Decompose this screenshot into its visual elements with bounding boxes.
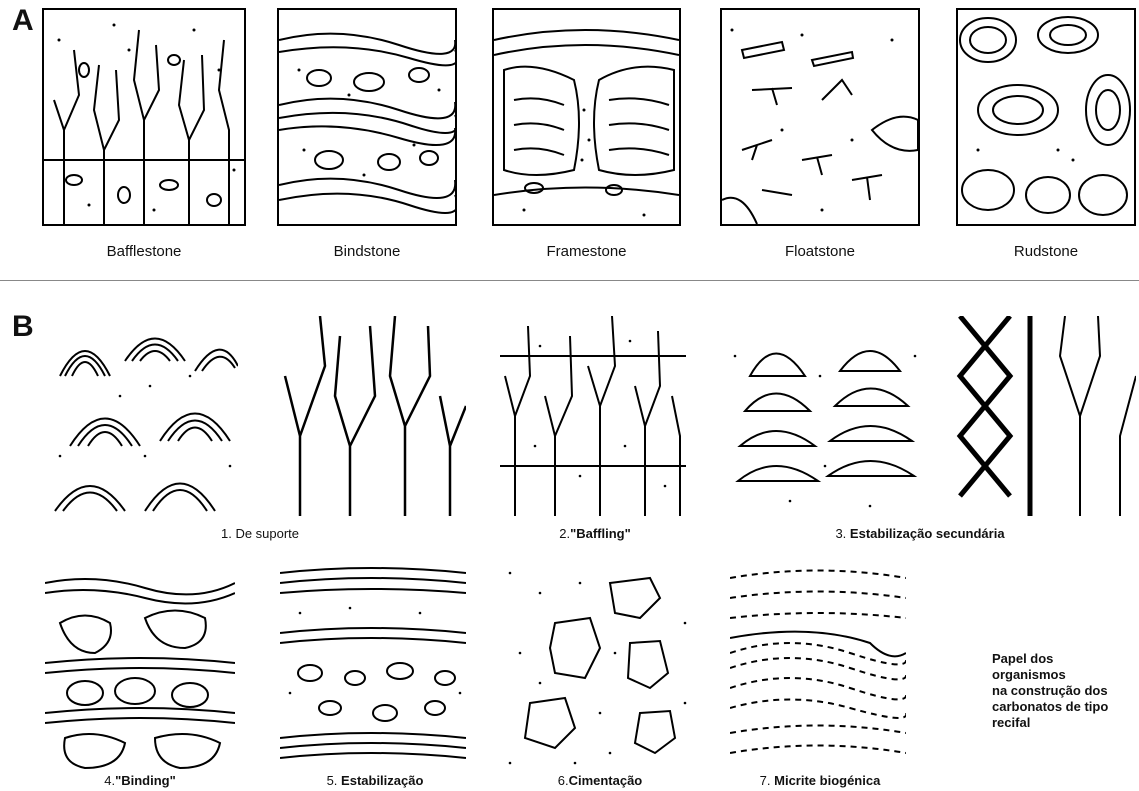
label-micrite-biogenica-text: Micrite biogénica <box>774 773 880 788</box>
bindstone-label: Bindstone <box>277 243 457 260</box>
label-baffling-number: 2. <box>559 526 570 541</box>
label-cimentacao-text: Cimentação <box>569 773 643 788</box>
label-cimentacao-number: 6. <box>558 773 569 788</box>
binding-illustration <box>45 563 235 771</box>
note-line-5: recifal <box>992 715 1137 731</box>
rudstone-label: Rudstone <box>956 243 1136 260</box>
bafflestone-drawing <box>44 10 244 224</box>
label-estabilizacao-secundaria-text: Estabilização secundária <box>850 526 1005 541</box>
label-baffling-text: "Baffling" <box>570 526 631 541</box>
bafflestone-illustration <box>42 8 246 226</box>
section-b-letter: B <box>12 312 34 342</box>
note-line-3: na construção dos <box>992 683 1137 699</box>
estabilizacao-secundaria-drawing-2 <box>950 316 1136 516</box>
baffling-illustration <box>500 316 686 516</box>
label-de-suporte-number: 1. <box>221 526 232 541</box>
estabilizacao-secundaria-illustration-2 <box>950 316 1136 516</box>
label-binding-text: "Binding" <box>115 773 176 788</box>
label-estabilizacao: 5. Estabilização <box>290 773 460 788</box>
note-line-4: carbonatos de tipo <box>992 699 1137 715</box>
bindstone-illustration <box>277 8 457 226</box>
micrite-biogenica-drawing <box>730 563 906 771</box>
de-suporte-drawing-1 <box>50 316 238 516</box>
rudstone-illustration <box>956 8 1136 226</box>
label-binding-number: 4. <box>104 773 115 788</box>
label-estabilizacao-number: 5. <box>327 773 338 788</box>
framestone-illustration <box>492 8 681 226</box>
label-estabilizacao-secundaria-number: 3. <box>835 526 846 541</box>
label-binding: 4."Binding" <box>60 773 220 788</box>
note-line-2: organismos <box>992 667 1137 683</box>
organism-role-note: Papel dos organismos na construção dos c… <box>992 651 1137 731</box>
cimentacao-drawing <box>500 563 696 771</box>
bindstone-drawing <box>279 10 455 224</box>
section-a-letter: A <box>12 6 34 36</box>
micrite-biogenica-illustration <box>730 563 906 771</box>
floatstone-illustration <box>720 8 920 226</box>
estabilizacao-secundaria-drawing-1 <box>730 316 920 516</box>
label-micrite-biogenica-number: 7. <box>760 773 771 788</box>
label-baffling: 2."Baffling" <box>520 526 670 541</box>
label-de-suporte-text: De suporte <box>235 526 299 541</box>
label-estabilizacao-secundaria: 3. Estabilização secundária <box>770 526 1070 541</box>
de-suporte-illustration-2 <box>280 316 466 516</box>
rudstone-drawing <box>958 10 1134 224</box>
estabilizacao-illustration <box>280 563 466 771</box>
estabilizacao-drawing <box>280 563 466 771</box>
bafflestone-label: Bafflestone <box>42 243 246 260</box>
de-suporte-illustration-1 <box>50 316 238 516</box>
floatstone-label: Floatstone <box>720 243 920 260</box>
baffling-drawing <box>500 316 686 516</box>
framestone-label: Framestone <box>492 243 681 260</box>
label-cimentacao: 6.Cimentação <box>520 773 680 788</box>
label-estabilizacao-text: Estabilização <box>341 773 423 788</box>
framestone-drawing <box>494 10 679 224</box>
cimentacao-illustration <box>500 563 696 771</box>
floatstone-drawing <box>722 10 918 224</box>
note-line-1: Papel dos <box>992 651 1137 667</box>
estabilizacao-secundaria-illustration-1 <box>730 316 920 516</box>
label-de-suporte: 1. De suporte <box>170 526 350 541</box>
section-divider <box>0 280 1139 281</box>
de-suporte-drawing-2 <box>280 316 466 516</box>
label-micrite-biogenica: 7. Micrite biogénica <box>720 773 920 788</box>
binding-drawing <box>45 563 235 771</box>
